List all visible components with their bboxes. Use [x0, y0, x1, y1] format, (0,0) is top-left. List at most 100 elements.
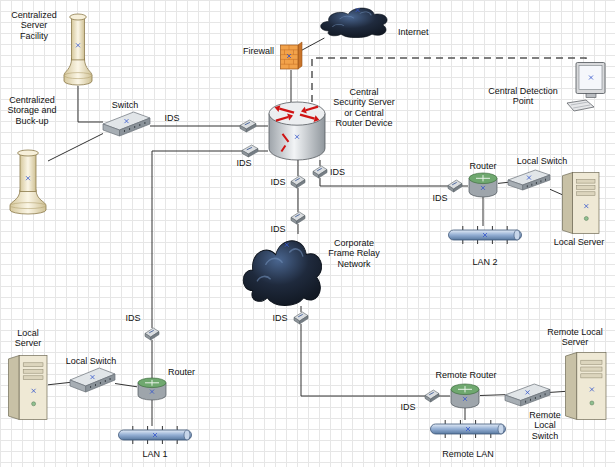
network-link	[301, 306, 302, 312]
ids-sensor: IDS	[448, 180, 462, 192]
network-switch-graphic	[103, 112, 150, 136]
network-link	[48, 382, 70, 384]
network-link	[256, 126, 268, 127]
network-link	[320, 160, 321, 166]
ids-sensor: IDS	[242, 145, 258, 157]
network-link	[152, 340, 153, 378]
network-link	[301, 324, 425, 396]
ids-sensor-graphic	[145, 328, 159, 340]
device-label: Switch	[105, 100, 145, 110]
device-label: Router	[463, 161, 503, 171]
network-cloud-graphic	[240, 234, 325, 306]
network-switch: Local Switch	[70, 368, 115, 392]
device-label: Remote Local Switch	[525, 410, 565, 441]
network-link	[320, 178, 448, 186]
device-label: Remote Router	[430, 370, 502, 380]
network-cloud-graphic	[318, 5, 390, 38]
network-link	[150, 126, 240, 127]
device-label: Local Switch	[510, 156, 574, 166]
ids-sensor: IDS	[291, 212, 305, 224]
workstation: Central Detection Point	[566, 62, 606, 112]
device-label: IDS	[160, 113, 184, 123]
lan-segment: LAN 2	[448, 226, 522, 244]
network-switch-graphic	[505, 384, 550, 406]
network-switch: Local Switch	[508, 170, 550, 190]
device-label: Remote LAN	[430, 449, 506, 459]
lan-segment: LAN 1	[118, 426, 192, 444]
device-label: Internet	[398, 27, 442, 37]
device-label: IDS	[266, 224, 290, 234]
network-cloud: Internet	[318, 5, 390, 38]
network-switch-graphic	[70, 368, 115, 392]
router-icon: Router	[137, 378, 167, 400]
server-icon: Remote Local Server	[565, 352, 607, 420]
lan-segment: Remote LAN	[430, 420, 506, 438]
server-icon-graphic	[8, 355, 48, 420]
network-link	[152, 400, 153, 426]
network-cloud: Corporate Frame Relay Network	[240, 234, 325, 306]
device-label: Remote Local Server	[542, 327, 608, 348]
device-label: Centralized Server Facility	[6, 10, 62, 41]
server-icon-graphic	[565, 352, 607, 420]
device-label: IDS	[266, 177, 290, 187]
router-icon-graphic	[450, 384, 480, 408]
device-label: IDS	[232, 158, 256, 168]
device-label: Firewall	[222, 46, 274, 56]
firewall-icon-graphic	[280, 42, 302, 70]
network-link	[298, 160, 299, 176]
router-icon: Remote Router	[450, 384, 480, 408]
router-icon-graphic	[137, 378, 167, 400]
network-link	[48, 134, 103, 162]
server-icon: Local Server	[562, 172, 600, 234]
server-tower: Centralized Storage and Buck-up	[8, 148, 48, 215]
network-link	[152, 151, 242, 328]
device-label: Local Server	[548, 237, 610, 247]
server-tower-graphic	[62, 12, 94, 86]
firewall-icon: Firewall	[280, 42, 302, 70]
network-link	[258, 151, 268, 152]
device-label: IDS	[330, 167, 354, 177]
network-link	[78, 86, 103, 122]
network-link	[302, 38, 324, 50]
router-icon: Router	[468, 173, 498, 197]
network-link	[462, 186, 468, 187]
network-link	[550, 391, 565, 392]
core-router-graphic	[268, 102, 326, 160]
network-switch-graphic	[508, 170, 550, 190]
device-label: Centralized Storage and Buck-up	[4, 95, 60, 126]
device-label: Corporate Frame Relay Network	[323, 238, 385, 269]
network-link	[439, 396, 450, 397]
network-switch: Remote Local Switch	[505, 384, 550, 406]
device-label: Local Server	[4, 328, 52, 349]
network-link	[115, 384, 137, 387]
device-label: IDS	[428, 193, 452, 203]
server-tower: Centralized Server Facility	[62, 12, 94, 86]
ids-sensor-graphic	[313, 166, 327, 178]
device-label: Local Switch	[62, 356, 120, 366]
ids-sensor-graphic	[425, 390, 439, 402]
lan-segment-graphic	[430, 420, 506, 438]
network-link	[298, 188, 299, 212]
device-label: Router	[168, 367, 204, 377]
router-icon-graphic	[468, 173, 498, 197]
network-link	[480, 394, 505, 396]
lan-segment-graphic	[448, 226, 522, 244]
server-icon-graphic	[562, 172, 600, 234]
ids-sensor-graphic	[294, 312, 308, 324]
device-label: LAN 1	[130, 449, 180, 459]
network-link	[498, 182, 508, 183]
ids-sensor-graphic	[291, 176, 305, 188]
server-tower-graphic	[8, 148, 48, 215]
ids-sensor: IDS	[425, 390, 439, 402]
network-link	[465, 408, 466, 420]
ids-sensor-graphic	[291, 212, 305, 224]
core-router: Central Security Server or Central Route…	[268, 102, 326, 160]
ids-sensor: IDS	[291, 176, 305, 188]
ids-sensor-graphic	[240, 120, 256, 132]
workstation-graphic	[566, 62, 606, 112]
device-label: LAN 2	[460, 257, 510, 267]
network-link	[291, 70, 292, 102]
network-link	[298, 224, 299, 234]
ids-sensor: IDS	[145, 328, 159, 340]
